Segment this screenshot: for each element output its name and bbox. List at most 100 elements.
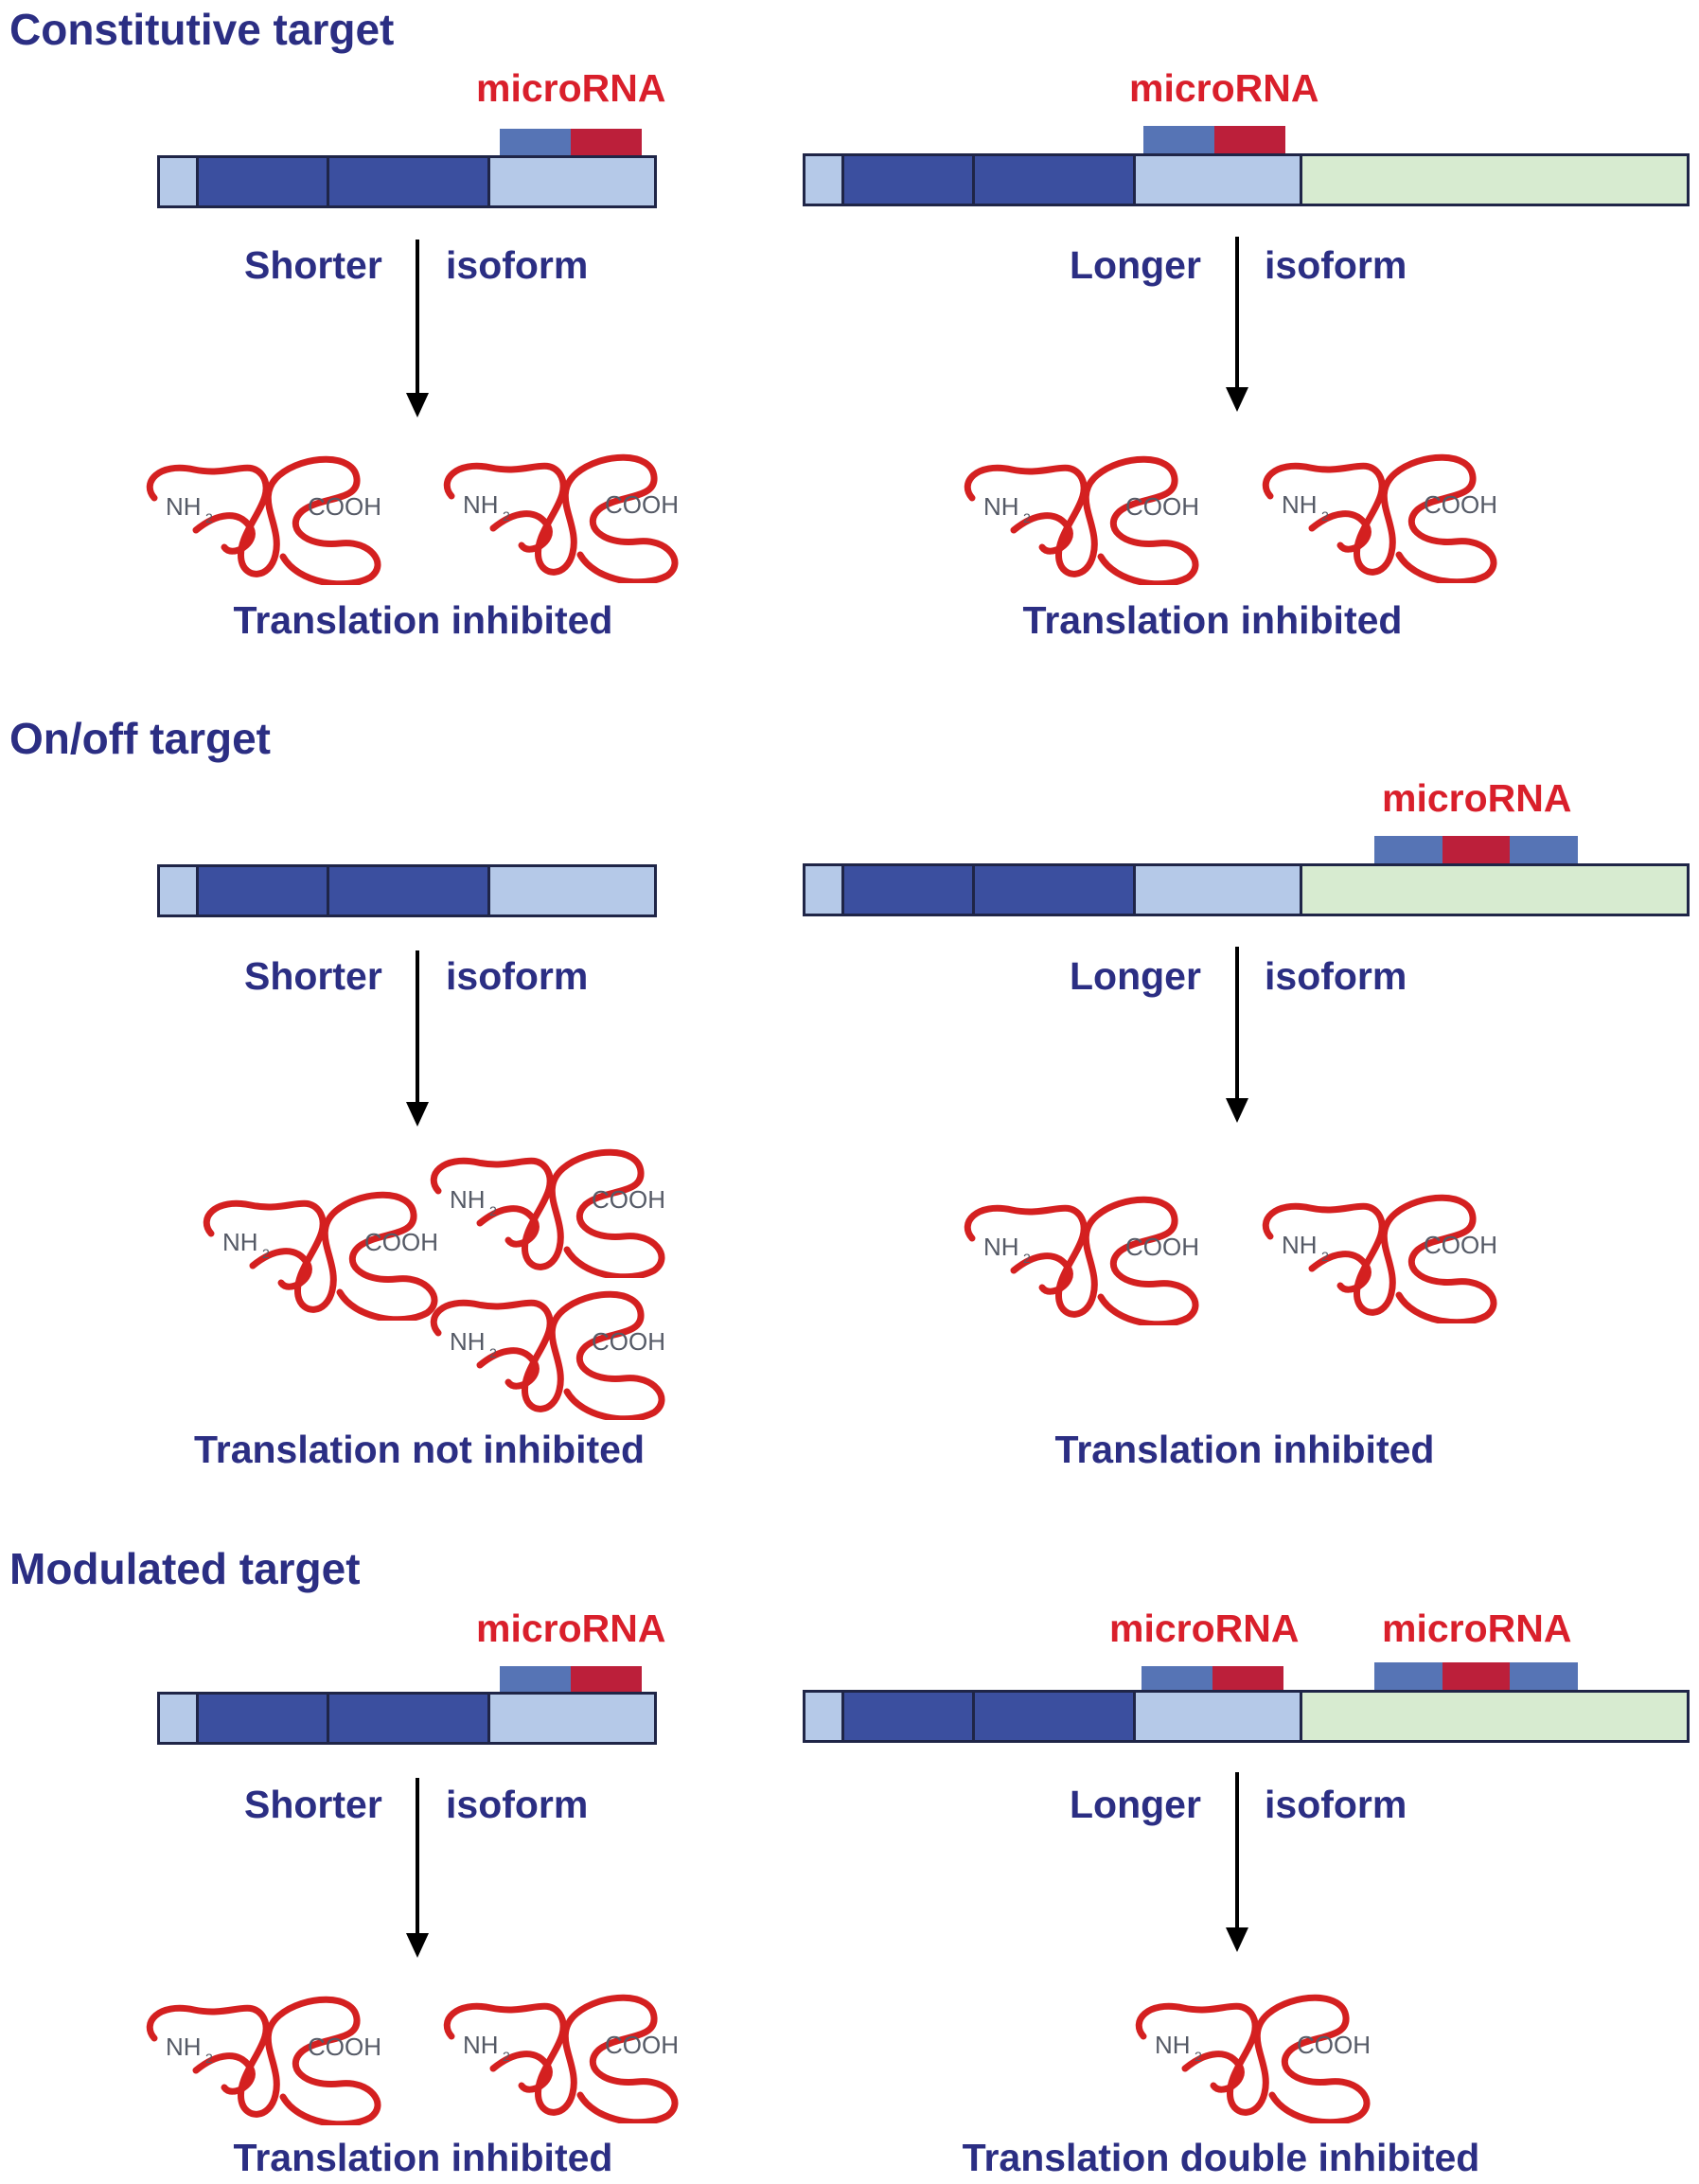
microrna-binding: [1143, 126, 1285, 153]
utr-3prime-extended: [1300, 153, 1690, 206]
long-isoform-transcript: [803, 1690, 1690, 1743]
utr-5prime: [157, 1692, 199, 1745]
coding-exon: [972, 153, 1136, 206]
c-terminus-label: COOH: [364, 1228, 438, 1256]
c-terminus-label: COOH: [308, 2033, 381, 2061]
coding-exon: [972, 1690, 1136, 1743]
coding-exon: [196, 864, 329, 917]
n-terminus-subscript: 2: [1321, 508, 1329, 524]
n-terminus-label: NH: [166, 492, 202, 521]
utr-3prime-common: [1133, 153, 1302, 206]
protein-ribbon: [1181, 2051, 1245, 2093]
n-terminus-subscript: 2: [503, 2049, 510, 2064]
protein-ribbon: [443, 453, 679, 583]
isoform-word: isoform: [1265, 954, 1407, 998]
microrna-binding: [500, 129, 642, 156]
protein-ribbon: [1308, 510, 1372, 553]
protein-ribbon: [964, 455, 1199, 585]
protein: NH 2 COOH: [434, 1981, 718, 2123]
microrna-binding: [1374, 1662, 1578, 1690]
isoform-word: isoform: [446, 954, 589, 998]
isoform-word: isoform: [1265, 1783, 1407, 1826]
translation-result: Translation inhibited: [1054, 1428, 1435, 1471]
protein-ribbon: [146, 455, 381, 585]
protein-ribbon: [1262, 1194, 1497, 1323]
utr-5prime: [803, 1690, 844, 1743]
utr-5prime: [157, 155, 199, 208]
c-terminus-label: COOH: [1125, 1233, 1199, 1261]
coding-exon: [841, 863, 975, 916]
expression-arrow: [406, 240, 429, 417]
n-terminus-subscript: 2: [205, 510, 213, 525]
protein-ribbon: [489, 2051, 553, 2093]
microrna-binding: [500, 1666, 642, 1694]
translation-result: Translation not inhibited: [193, 1428, 646, 1471]
c-terminus-label: COOH: [1424, 1231, 1497, 1259]
n-terminus-subscript: 2: [489, 1345, 497, 1360]
n-terminus-subscript: 2: [1195, 2049, 1202, 2064]
microrna-label: microRNA: [1109, 1607, 1300, 1650]
coding-exon: [327, 155, 490, 208]
long-isoform-transcript: [803, 863, 1690, 916]
expression-arrow: [406, 950, 429, 1127]
microrna-label: microRNA: [1382, 776, 1572, 820]
utr-3prime-common: [487, 155, 657, 208]
microrna-label: microRNA: [476, 66, 666, 110]
utr-3prime-extended: [1300, 863, 1690, 916]
isoform-prefix: Shorter: [244, 954, 382, 998]
short-isoform-transcript: [157, 155, 657, 208]
translation-result: Translation double inhibited: [962, 2136, 1480, 2179]
microrna-label: microRNA: [1129, 66, 1319, 110]
coding-exon: [841, 1690, 975, 1743]
isoform-prefix: Longer: [1070, 954, 1201, 998]
microrna-binding: [1374, 836, 1578, 863]
expression-arrow: [1226, 1772, 1248, 1952]
utr-5prime: [157, 864, 199, 917]
utr-3prime-common: [487, 864, 657, 917]
protein-ribbon: [476, 1347, 540, 1390]
protein-ribbon: [146, 1996, 381, 2125]
utr-5prime: [803, 863, 844, 916]
protein-ribbon: [476, 1205, 540, 1248]
utr-3prime-extended: [1300, 1690, 1690, 1743]
n-terminus-label: NH: [983, 492, 1019, 521]
n-terminus-label: NH: [463, 2031, 499, 2059]
coding-exon: [972, 863, 1136, 916]
c-terminus-label: COOH: [308, 492, 381, 521]
short-isoform-transcript: [157, 1692, 657, 1745]
coding-exon: [841, 153, 975, 206]
expression-arrow: [1226, 237, 1248, 412]
section-title: Constitutive target: [9, 5, 395, 54]
c-terminus-label: COOH: [1125, 492, 1199, 521]
c-terminus-label: COOH: [592, 1327, 665, 1356]
c-terminus-label: COOH: [605, 2031, 679, 2059]
n-terminus-label: NH: [983, 1233, 1019, 1261]
protein-ribbon: [430, 1148, 665, 1278]
protein-ribbon: [489, 510, 553, 553]
n-terminus-subscript: 2: [503, 508, 510, 524]
section-title: On/off target: [9, 714, 271, 763]
isoform-prefix: Longer: [1070, 243, 1201, 287]
n-terminus-label: NH: [1155, 2031, 1191, 2059]
translation-result: Translation inhibited: [1022, 598, 1403, 642]
utr-5prime: [803, 153, 844, 206]
isoform-prefix: Shorter: [244, 243, 382, 287]
isoform-prefix: Shorter: [244, 1783, 382, 1826]
short-isoform-transcript: [157, 864, 657, 917]
protein-ribbon: [1262, 453, 1497, 583]
n-terminus-label: NH: [450, 1327, 486, 1356]
coding-exon: [196, 155, 329, 208]
protein-ribbon: [249, 1248, 312, 1290]
translation-result: Translation inhibited: [233, 2136, 613, 2179]
n-terminus-label: NH: [166, 2033, 202, 2061]
expression-arrow: [406, 1778, 429, 1958]
n-terminus-subscript: 2: [205, 2051, 213, 2066]
c-terminus-label: COOH: [1424, 490, 1497, 519]
coding-exon: [327, 864, 490, 917]
microrna-binding: [1142, 1666, 1283, 1694]
protein-ribbon: [203, 1191, 438, 1321]
